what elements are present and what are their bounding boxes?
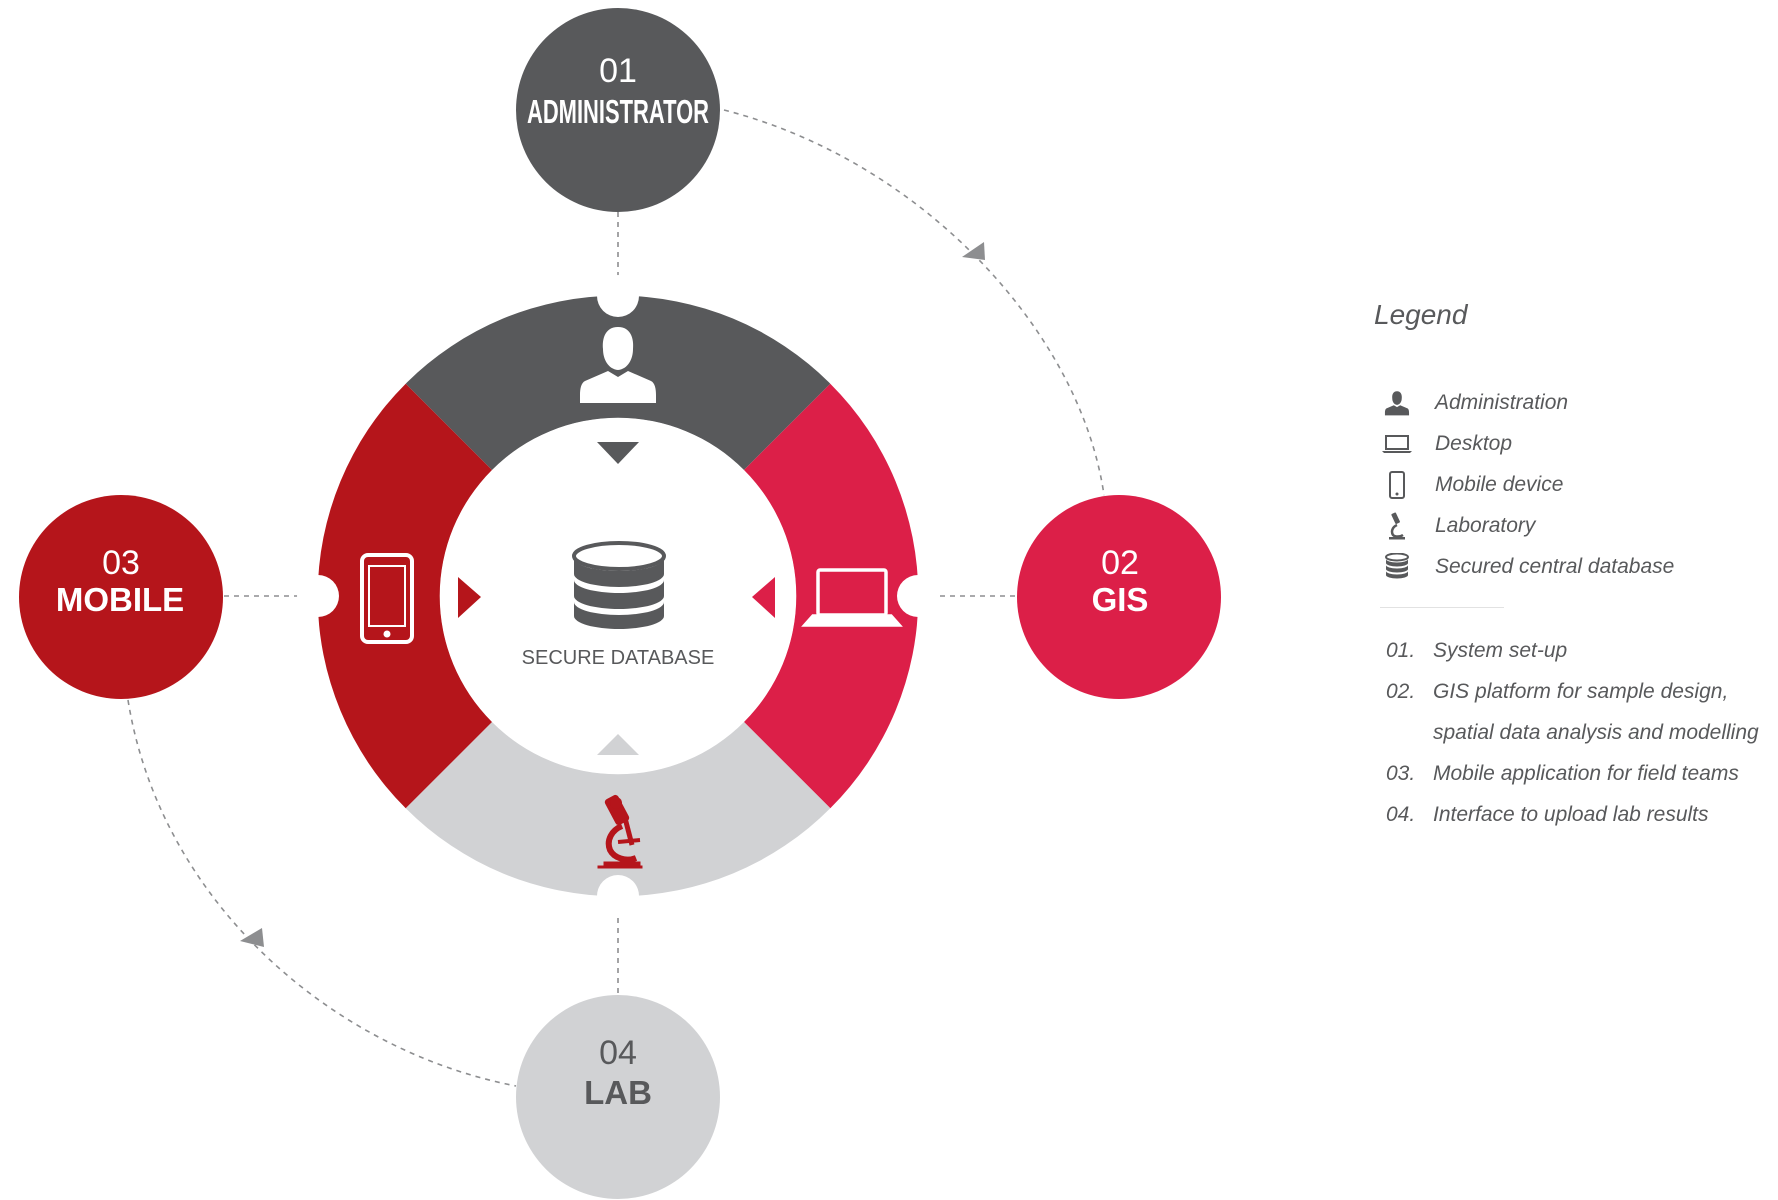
legend-step-continuation: spatial data analysis and modelling xyxy=(1433,721,1759,744)
junction-left xyxy=(297,575,339,617)
connector-lines xyxy=(127,109,1105,1087)
legend-item-label: Mobile device xyxy=(1435,472,1564,496)
junction-top xyxy=(597,275,639,317)
junction-right xyxy=(897,575,939,617)
laptop-icon xyxy=(801,568,903,627)
pointer-from-lab xyxy=(597,734,639,755)
junction-bottom xyxy=(597,875,639,917)
pointer-from-admin xyxy=(597,442,639,464)
node-administrator-name: ADMINISTRATOR xyxy=(527,93,709,130)
legend-step: 04. Interface to upload lab results xyxy=(1372,794,1772,835)
mobile-icon xyxy=(360,553,414,644)
legend-step-text: Mobile application for field teams xyxy=(1433,761,1739,785)
legend-step-text: Interface to upload lab results xyxy=(1433,802,1709,826)
database-icon xyxy=(572,541,666,629)
mobile-icon xyxy=(1380,470,1414,500)
node-mobile-name: MOBILE xyxy=(56,581,184,618)
legend-step-number: 01. xyxy=(1386,638,1416,662)
legend-item-label: Administration xyxy=(1435,390,1569,414)
legend-item-label: Laboratory xyxy=(1435,513,1536,537)
legend-item-label: Desktop xyxy=(1435,431,1513,455)
node-gis-name: GIS xyxy=(1092,581,1149,618)
legend-item: Desktop xyxy=(1372,423,1772,464)
legend-title: Legend xyxy=(1374,299,1468,330)
microscope-icon xyxy=(1380,511,1414,541)
database-icon xyxy=(1380,552,1414,582)
node-administrator: 01 ADMINISTRATOR xyxy=(516,8,720,212)
node-administrator-number: 01 xyxy=(599,52,637,90)
node-lab: 04 LAB xyxy=(516,995,720,1199)
pointer-from-gis xyxy=(752,577,775,618)
legend-step-number: 02. xyxy=(1386,679,1416,703)
legend-item-label: Secured central database xyxy=(1435,554,1675,578)
legend-divider xyxy=(1380,607,1504,608)
ring-segment-gis xyxy=(744,383,919,809)
node-gis: 02 GIS xyxy=(1017,495,1221,699)
legend-step: 03. Mobile application for field teams xyxy=(1372,753,1772,794)
laptop-icon xyxy=(1380,429,1414,459)
arc-mobile-to-lab xyxy=(127,699,517,1087)
arrow-head-gis xyxy=(962,242,985,260)
legend-item: Laboratory xyxy=(1372,505,1772,546)
node-mobile-number: 03 xyxy=(102,544,140,582)
legend: Legend Administration Desktop Mobile dev… xyxy=(1372,300,1772,835)
legend-step: 02. GIS platform for sample design, xyxy=(1372,671,1772,712)
person-icon xyxy=(1380,388,1414,418)
legend-step-number: 03. xyxy=(1386,761,1416,785)
microscope-icon xyxy=(597,794,643,869)
legend-item: Mobile device xyxy=(1372,464,1772,505)
legend-step-text: GIS platform for sample design, xyxy=(1433,679,1729,703)
node-lab-name: LAB xyxy=(584,1074,652,1111)
legend-step-text: System set-up xyxy=(1433,638,1568,662)
legend-item: Administration xyxy=(1372,382,1772,423)
node-lab-number: 04 xyxy=(599,1034,637,1072)
legend-item: Secured central database xyxy=(1372,546,1772,587)
arrow-head-lab xyxy=(240,928,264,947)
center-label: SECURE DATABASE xyxy=(522,647,715,669)
arc-admin-to-gis xyxy=(723,109,1105,496)
pointer-from-mobile xyxy=(458,577,481,618)
node-mobile: 03 MOBILE xyxy=(19,495,223,699)
legend-step: 01. System set-up xyxy=(1372,630,1772,671)
node-gis-number: 02 xyxy=(1101,544,1139,582)
legend-step-number: 04. xyxy=(1386,802,1416,826)
